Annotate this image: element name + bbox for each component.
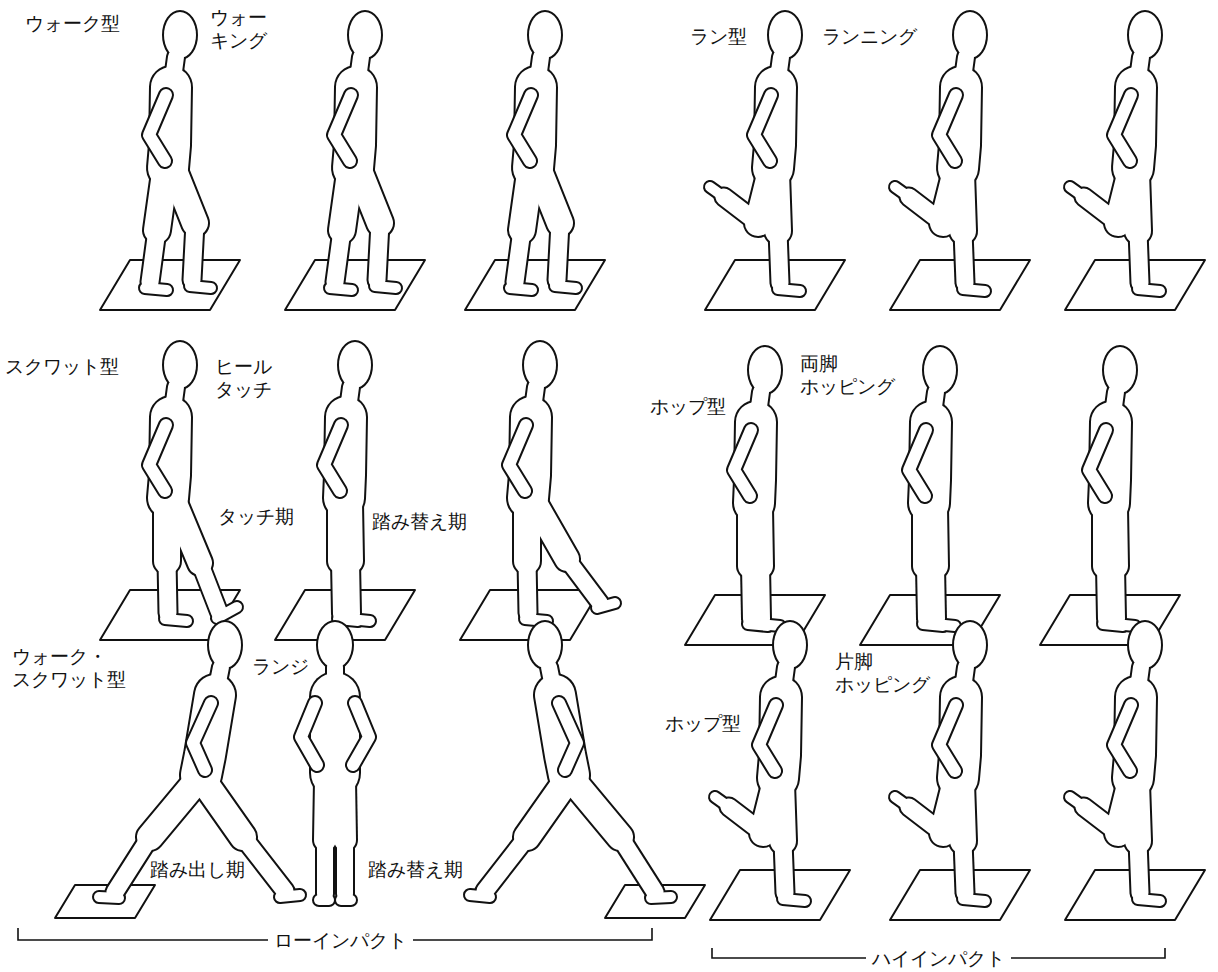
- exercise-label: 踏み替え期: [368, 858, 463, 881]
- group-label: ハイインパクト: [866, 947, 1011, 970]
- exercise-label: 踏み替え期: [372, 510, 467, 533]
- running-figure: [710, 12, 1161, 291]
- lunge-figure: [99, 622, 671, 900]
- exercise-label: 踏み出し期: [150, 858, 245, 881]
- exercise-label: スクワット型: [5, 355, 119, 378]
- exercise-label: ラン型: [690, 25, 747, 48]
- exercise-label: ウォーク・ スクワット型: [12, 645, 134, 691]
- exercise-label: ホップ型: [650, 395, 726, 418]
- heel-touch-figure: [149, 342, 615, 621]
- exercise-label: ウォーク型: [25, 12, 120, 35]
- exercise-label: ホップ型: [665, 712, 741, 735]
- one-leg-hop-figure: [715, 622, 1161, 901]
- exercise-label: ランニング: [822, 25, 917, 48]
- exercise-label: ランジ: [252, 655, 309, 678]
- exercise-label: ウォー キング: [210, 6, 278, 52]
- exercise-label: ヒール タッチ: [215, 355, 283, 401]
- exercise-label: 片脚 ホッピング: [835, 650, 941, 696]
- two-leg-hop-figure: [734, 347, 1136, 626]
- group-label: ローインパクト: [268, 929, 413, 952]
- platform: [55, 260, 1205, 920]
- walking-figure: [145, 12, 576, 290]
- exercise-label: タッチ期: [218, 505, 294, 528]
- exercise-label: 両脚 ホッピング: [800, 352, 906, 398]
